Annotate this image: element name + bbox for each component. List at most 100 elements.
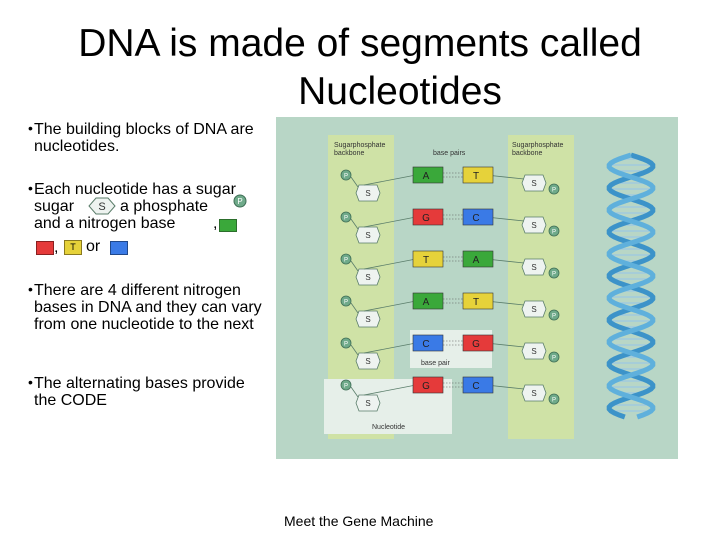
base-left-label: C [422, 339, 429, 350]
sugar-right [521, 342, 547, 360]
dna-nucleotide-diagram: Sugarphosphate backbone base pairs Sugar… [276, 117, 678, 459]
sugar-right-label: S [531, 263, 536, 272]
bullet-2-line1: Each nucleotide has a sugar [34, 181, 236, 198]
base-right [462, 376, 494, 394]
sugar-left [355, 184, 381, 202]
phosphate-right-label: P [552, 272, 556, 278]
bullet-1: The building blocks of DNA are nucleotid… [34, 121, 254, 155]
sugar-left-label: S [365, 399, 370, 408]
base-right-label: T [473, 297, 479, 308]
sugar-right-label: S [531, 221, 536, 230]
base-left [412, 292, 444, 310]
right-backbone-label: Sugarphosphate [512, 142, 563, 149]
base-right [462, 334, 494, 352]
backbone-bond [350, 302, 359, 314]
phosphate-left [340, 337, 352, 349]
base-left [412, 208, 444, 226]
base-t-swatch: T [64, 240, 82, 255]
bullet-marker: • [28, 180, 33, 196]
sugar-base-bond [363, 300, 417, 312]
bullet-2-or: or [86, 238, 101, 255]
backbone-bond [350, 260, 359, 272]
sugar-base-bond [363, 174, 417, 186]
phosphate-left-label: P [344, 216, 348, 222]
phosphate-left [340, 295, 352, 307]
slide-caption: Meet the Gene Machine [284, 513, 434, 529]
sugar-right [521, 300, 547, 318]
base-g-swatch [36, 241, 54, 255]
base-right-label: T [473, 171, 479, 182]
sugar-right-label: S [531, 305, 536, 314]
left-backbone-label: Sugarphosphate [334, 142, 385, 149]
helix-strand-2 [606, 152, 656, 420]
sugar-left-label: S [365, 273, 370, 282]
phosphate-icon: P [233, 194, 247, 208]
phosphate-right [548, 309, 560, 321]
sugar-right-label: S [531, 347, 536, 356]
bullet-list: • The building blocks of DNA are nucleot… [0, 0, 270, 540]
bullet-marker: • [28, 281, 33, 297]
bullet-2-comma: , [54, 239, 59, 256]
bullet-2-comma: , [213, 215, 218, 232]
phosphate-icon-label: P [237, 197, 242, 206]
sugar-base-bond [363, 342, 417, 354]
base-left-label: A [423, 297, 430, 308]
base-right-label: C [472, 213, 479, 224]
phosphate-right-label: P [552, 188, 556, 194]
title-line-2: Nucleotides [298, 70, 502, 113]
base-pair-box-label: base pair [421, 360, 450, 367]
phosphate-left [340, 379, 352, 391]
phosphate-left-label: P [344, 174, 348, 180]
base-right [462, 292, 494, 310]
title-line-1: DNA is made of segments called [78, 22, 642, 65]
base-left [412, 376, 444, 394]
base-left [412, 334, 444, 352]
double-helix-image [606, 152, 656, 420]
phosphate-left-label: P [344, 342, 348, 348]
phosphate-right-label: P [552, 314, 556, 320]
left-backbone-label: backbone [334, 150, 364, 157]
bullet-marker: • [28, 120, 33, 136]
bullet-4: The alternating bases provide the CODE [34, 375, 245, 409]
sugar-left-label: S [365, 231, 370, 240]
base-left-label: A [423, 171, 430, 182]
bullet-marker: • [28, 374, 33, 390]
backbone-bond [350, 386, 359, 398]
sugar-left [355, 352, 381, 370]
backbone-bond [350, 218, 359, 230]
phosphate-right [548, 183, 560, 195]
bullet-2-base-text: and a nitrogen base [34, 215, 176, 232]
backbone-bond [350, 176, 359, 188]
base-c-swatch [110, 241, 128, 255]
sugar-left [355, 226, 381, 244]
sugar-right [521, 216, 547, 234]
sugar-left [355, 268, 381, 286]
base-right [462, 166, 494, 184]
bullet-3: There are 4 different nitrogen bases in … [34, 282, 262, 333]
phosphate-right [548, 225, 560, 237]
base-right-label: A [473, 255, 480, 266]
sugar-right-label: S [531, 179, 536, 188]
base-left-label: T [423, 255, 429, 266]
phosphate-left-label: P [344, 300, 348, 306]
phosphate-right [548, 351, 560, 363]
backbone-bond [350, 344, 359, 356]
phosphate-right [548, 393, 560, 405]
sugar-right [521, 258, 547, 276]
sugar-right-label: S [531, 389, 536, 398]
base-right [462, 250, 494, 268]
bullet-2-sugar-text: sugar [34, 198, 75, 215]
nucleotide-label: Nucleotide [372, 424, 405, 431]
phosphate-right-label: P [552, 398, 556, 404]
phosphate-left [340, 253, 352, 265]
phosphate-right-label: P [552, 356, 556, 362]
base-left [412, 250, 444, 268]
base-a-swatch [219, 219, 237, 232]
base-right-label: C [472, 381, 479, 392]
slide-title: DNA is made of segments called Nucleotid… [0, 20, 720, 116]
phosphate-left-label: P [344, 384, 348, 390]
base-left-label: G [422, 213, 430, 224]
right-backbone-label: backbone [512, 150, 542, 157]
sugar-base-bond [363, 384, 417, 396]
